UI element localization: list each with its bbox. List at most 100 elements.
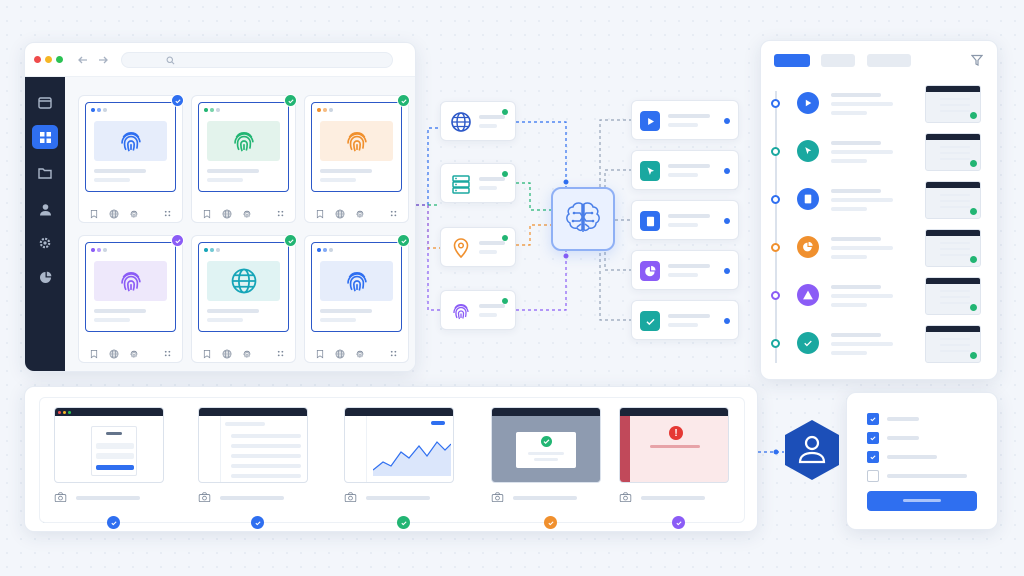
progress-step[interactable] (107, 516, 120, 529)
address-bar[interactable] (121, 52, 393, 68)
grid-dots-action[interactable] (276, 346, 286, 364)
back-arrow-icon[interactable] (77, 54, 89, 66)
sidebar-item-users[interactable] (32, 197, 58, 221)
sidebar-item-windows[interactable] (32, 91, 58, 115)
grid-dots-action[interactable] (163, 206, 173, 224)
window-minimize-dot[interactable] (45, 56, 52, 63)
grid-dots-action[interactable] (163, 346, 173, 364)
input-node-fingerprint[interactable] (440, 290, 516, 330)
sidebar-item-settings[interactable] (32, 231, 58, 255)
globe-action[interactable] (222, 346, 232, 364)
input-node-location[interactable] (440, 227, 516, 267)
timeline-item[interactable] (771, 131, 985, 177)
grid-dots-action[interactable] (276, 206, 286, 224)
input-node-server[interactable] (440, 163, 516, 203)
identity-card[interactable] (304, 94, 410, 224)
camera-button[interactable] (54, 491, 67, 509)
window-close-dot[interactable] (34, 56, 41, 63)
bookmark-action[interactable] (89, 206, 99, 224)
ai-brain-hub[interactable] (551, 187, 615, 251)
fingerprint-action[interactable] (242, 206, 252, 224)
bookmark-action[interactable] (202, 346, 212, 364)
fingerprint-action[interactable] (355, 206, 365, 224)
fingerprint-icon (233, 132, 254, 152)
bookmark-action[interactable] (89, 346, 99, 364)
globe-action[interactable] (222, 206, 232, 224)
checkbox-checked[interactable] (867, 413, 879, 425)
grid-dots-action[interactable] (389, 206, 399, 224)
fingerprint-action[interactable] (242, 346, 252, 364)
output-node[interactable] (631, 100, 739, 140)
filter-icon[interactable] (971, 54, 983, 66)
timeline-item[interactable] (771, 179, 985, 225)
identity-card[interactable] (191, 94, 297, 224)
timeline-screenshot-thumb[interactable] (925, 181, 981, 219)
screenshot-error[interactable]: ! (619, 407, 729, 483)
timeline-item[interactable] (771, 323, 985, 369)
checkbox-checked[interactable] (867, 432, 879, 444)
agent-avatar[interactable] (784, 419, 840, 481)
globe-action[interactable] (109, 206, 119, 224)
camera-button[interactable] (198, 491, 211, 509)
globe-action[interactable] (109, 346, 119, 364)
identity-card[interactable] (304, 234, 410, 364)
output-node[interactable] (631, 300, 739, 340)
checkbox-checked[interactable] (867, 451, 879, 463)
bookmark-action[interactable] (202, 206, 212, 224)
timeline-item[interactable] (771, 227, 985, 273)
screenshot-analytics[interactable] (344, 407, 454, 483)
progress-step[interactable] (251, 516, 264, 529)
camera-button[interactable] (619, 491, 632, 509)
timeline-item[interactable] (771, 83, 985, 129)
fingerprint-action[interactable] (129, 346, 139, 364)
output-node[interactable] (631, 200, 739, 240)
timeline-screenshot-thumb[interactable] (925, 229, 981, 267)
status-dot (502, 298, 508, 304)
progress-step[interactable] (544, 516, 557, 529)
timeline-screenshot-thumb[interactable] (925, 277, 981, 315)
screenshot-table[interactable] (198, 407, 308, 483)
checkbox-unchecked[interactable] (867, 470, 879, 482)
progress-step[interactable] (672, 516, 685, 529)
card-actions (89, 206, 179, 219)
camera-button[interactable] (491, 491, 504, 509)
bookmark-action[interactable] (315, 206, 325, 224)
submit-button[interactable] (867, 491, 977, 511)
grid-dots-icon (164, 350, 171, 357)
forward-arrow-icon[interactable] (97, 54, 109, 66)
globe-action[interactable] (335, 346, 345, 364)
globe-icon (222, 349, 232, 359)
timeline-icon-circle (797, 188, 819, 210)
window-maximize-dot[interactable] (56, 56, 63, 63)
tab-3[interactable] (867, 54, 911, 67)
sidebar-item-reports[interactable] (32, 265, 58, 289)
placeholder-text-bar (831, 255, 867, 259)
tab-1[interactable] (774, 54, 810, 67)
timeline-screenshot-thumb[interactable] (925, 325, 981, 363)
progress-step[interactable] (397, 516, 410, 529)
grid-dots-action[interactable] (389, 346, 399, 364)
camera-button[interactable] (344, 491, 357, 509)
timeline-screenshot-thumb[interactable] (925, 85, 981, 123)
screenshot-success[interactable] (491, 407, 601, 483)
timeline-item[interactable] (771, 275, 985, 321)
output-node[interactable] (631, 150, 739, 190)
output-node[interactable] (631, 250, 739, 290)
bookmark-action[interactable] (315, 346, 325, 364)
identity-card[interactable] (78, 234, 184, 364)
fingerprint-icon (356, 210, 364, 218)
tab-2[interactable] (821, 54, 855, 67)
screenshot-login[interactable] (54, 407, 164, 483)
identity-card[interactable] (78, 94, 184, 223)
globe-action[interactable] (335, 206, 345, 224)
input-node-web[interactable] (440, 101, 516, 141)
fingerprint-action[interactable] (129, 206, 139, 224)
preview-dot (323, 108, 327, 112)
sidebar-item-files[interactable] (32, 161, 58, 185)
sidebar-item-dashboard[interactable] (32, 125, 58, 149)
folder-icon (38, 168, 52, 179)
fingerprint-action[interactable] (355, 346, 365, 364)
timeline-screenshot-thumb[interactable] (925, 133, 981, 171)
camera-icon (619, 492, 632, 503)
identity-card[interactable] (191, 234, 297, 364)
